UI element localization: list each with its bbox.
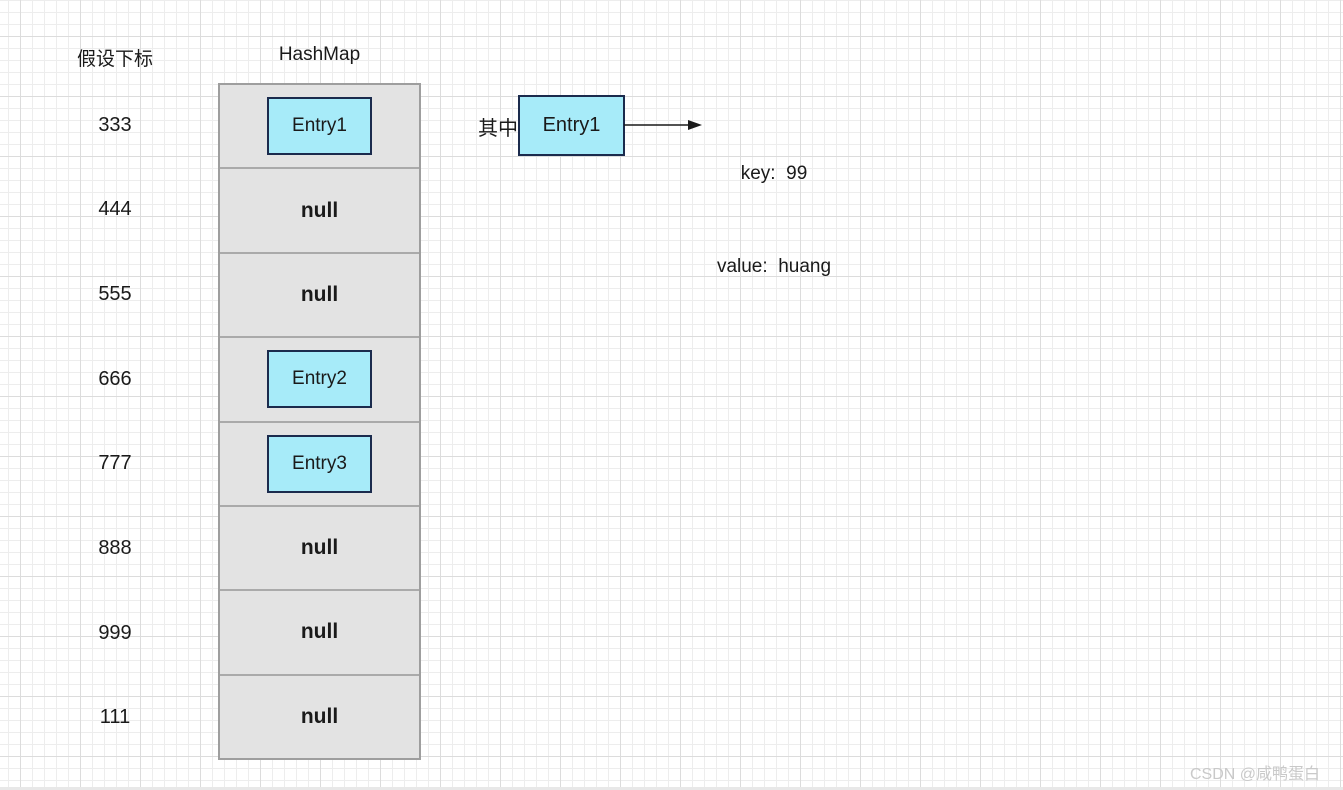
annotation-prefix-label: 其中 (478, 118, 518, 140)
index-column: 333 444 555 666 777 888 999 111 (60, 83, 170, 760)
index-label: 777 (98, 452, 132, 475)
entry-box: Entry2 (267, 350, 372, 409)
hashmap-array: Entry1 null null Entry2 Entry3 null null… (218, 83, 421, 760)
array-cell: null (220, 676, 419, 758)
key-line: key: 99 (740, 163, 808, 184)
array-cell: Entry3 (220, 423, 419, 507)
entry-label: Entry2 (292, 368, 347, 390)
array-cell: Entry2 (220, 338, 419, 423)
index-label: 111 (99, 706, 131, 729)
index-label: 444 (98, 198, 132, 221)
watermark: CSDN @咸鸭蛋白 (1190, 766, 1321, 783)
array-cell: Entry1 (220, 85, 419, 170)
null-label: null (300, 704, 339, 728)
entry-box: Entry3 (267, 434, 372, 493)
null-label: null (300, 282, 339, 306)
value-line: value: huang (716, 256, 832, 277)
index-label: 666 (98, 367, 132, 390)
key-value-text: key: 99 value: huang (698, 96, 850, 344)
entry-box: Entry1 (267, 97, 372, 156)
null-label: null (300, 536, 339, 560)
index-label: 555 (98, 283, 132, 306)
array-cell: null (220, 169, 419, 254)
entry-label: Entry1 (542, 114, 601, 136)
entry-label: Entry1 (292, 115, 347, 137)
annotation-entry-box: Entry1 (518, 95, 625, 156)
index-label: 888 (98, 536, 132, 559)
null-label: null (300, 620, 339, 644)
index-column-header: 假设下标 (76, 49, 153, 70)
index-label: 999 (98, 621, 132, 644)
array-cell: null (220, 254, 419, 339)
bottom-edge (0, 787, 1343, 790)
array-cell: null (220, 591, 419, 676)
arrow-icon (624, 120, 702, 130)
null-label: null (300, 198, 339, 222)
index-label: 333 (98, 113, 132, 136)
hashmap-header: HashMap (278, 44, 361, 65)
array-cell: null (220, 507, 419, 592)
entry-label: Entry3 (292, 452, 347, 474)
